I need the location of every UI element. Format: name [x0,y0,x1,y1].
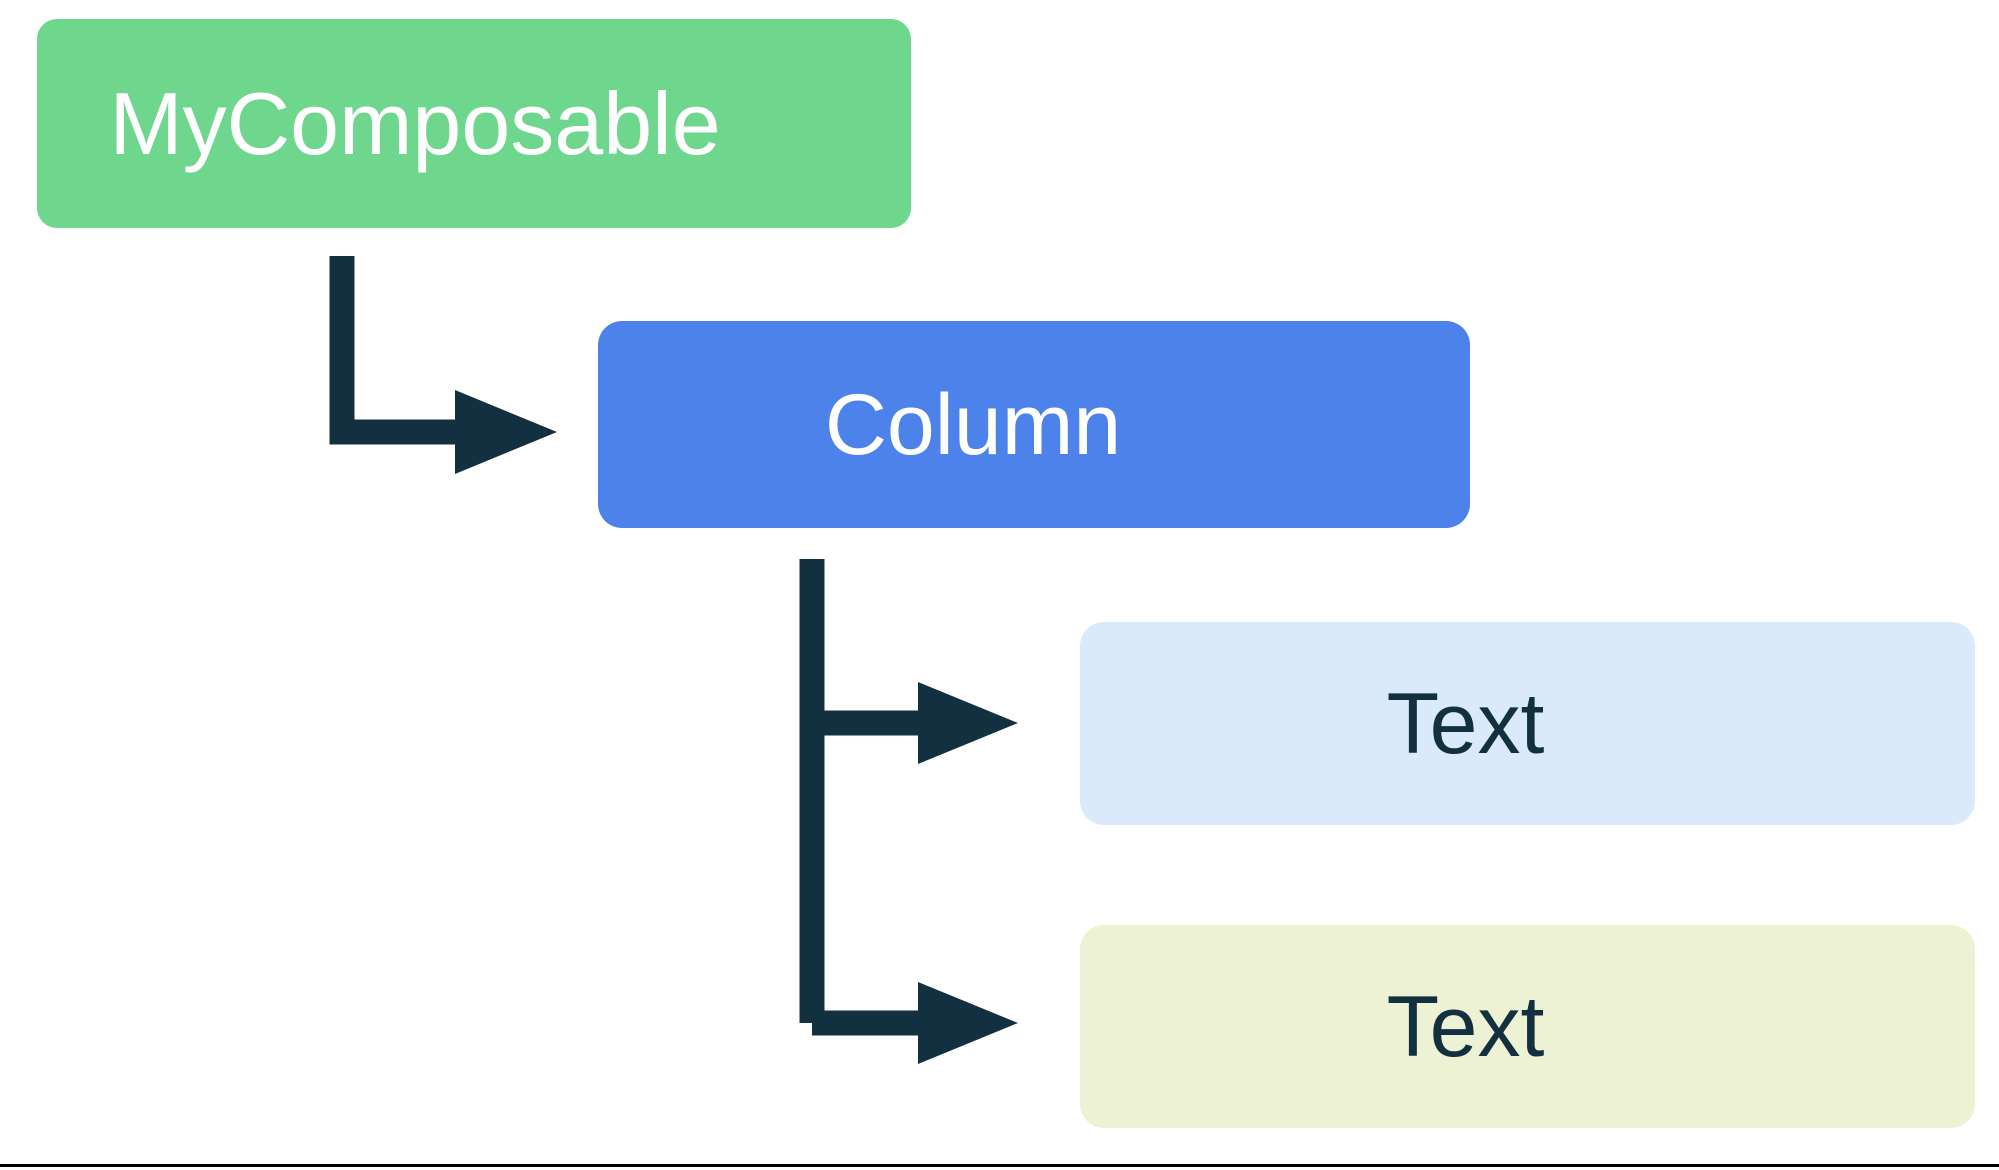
node-text-1[interactable]: Text [1080,622,1975,825]
edge-mycomposable-to-column [329,256,557,474]
edge-column-to-texts [799,559,1018,1064]
edge-line [329,256,455,445]
node-mycomposable-label: MyComposable [109,73,721,173]
bottom-divider [0,1164,1999,1167]
arrowhead-icon [455,390,557,474]
node-text-2[interactable]: Text [1080,925,1975,1128]
node-column[interactable]: Column [598,321,1470,528]
arrowhead-icon [918,982,1018,1064]
arrowhead-icon [918,682,1018,764]
node-text-2-label: Text [1386,978,1545,1075]
node-text-1-label: Text [1386,675,1545,772]
node-mycomposable[interactable]: MyComposable [37,19,911,228]
node-column-label: Column [824,376,1122,473]
